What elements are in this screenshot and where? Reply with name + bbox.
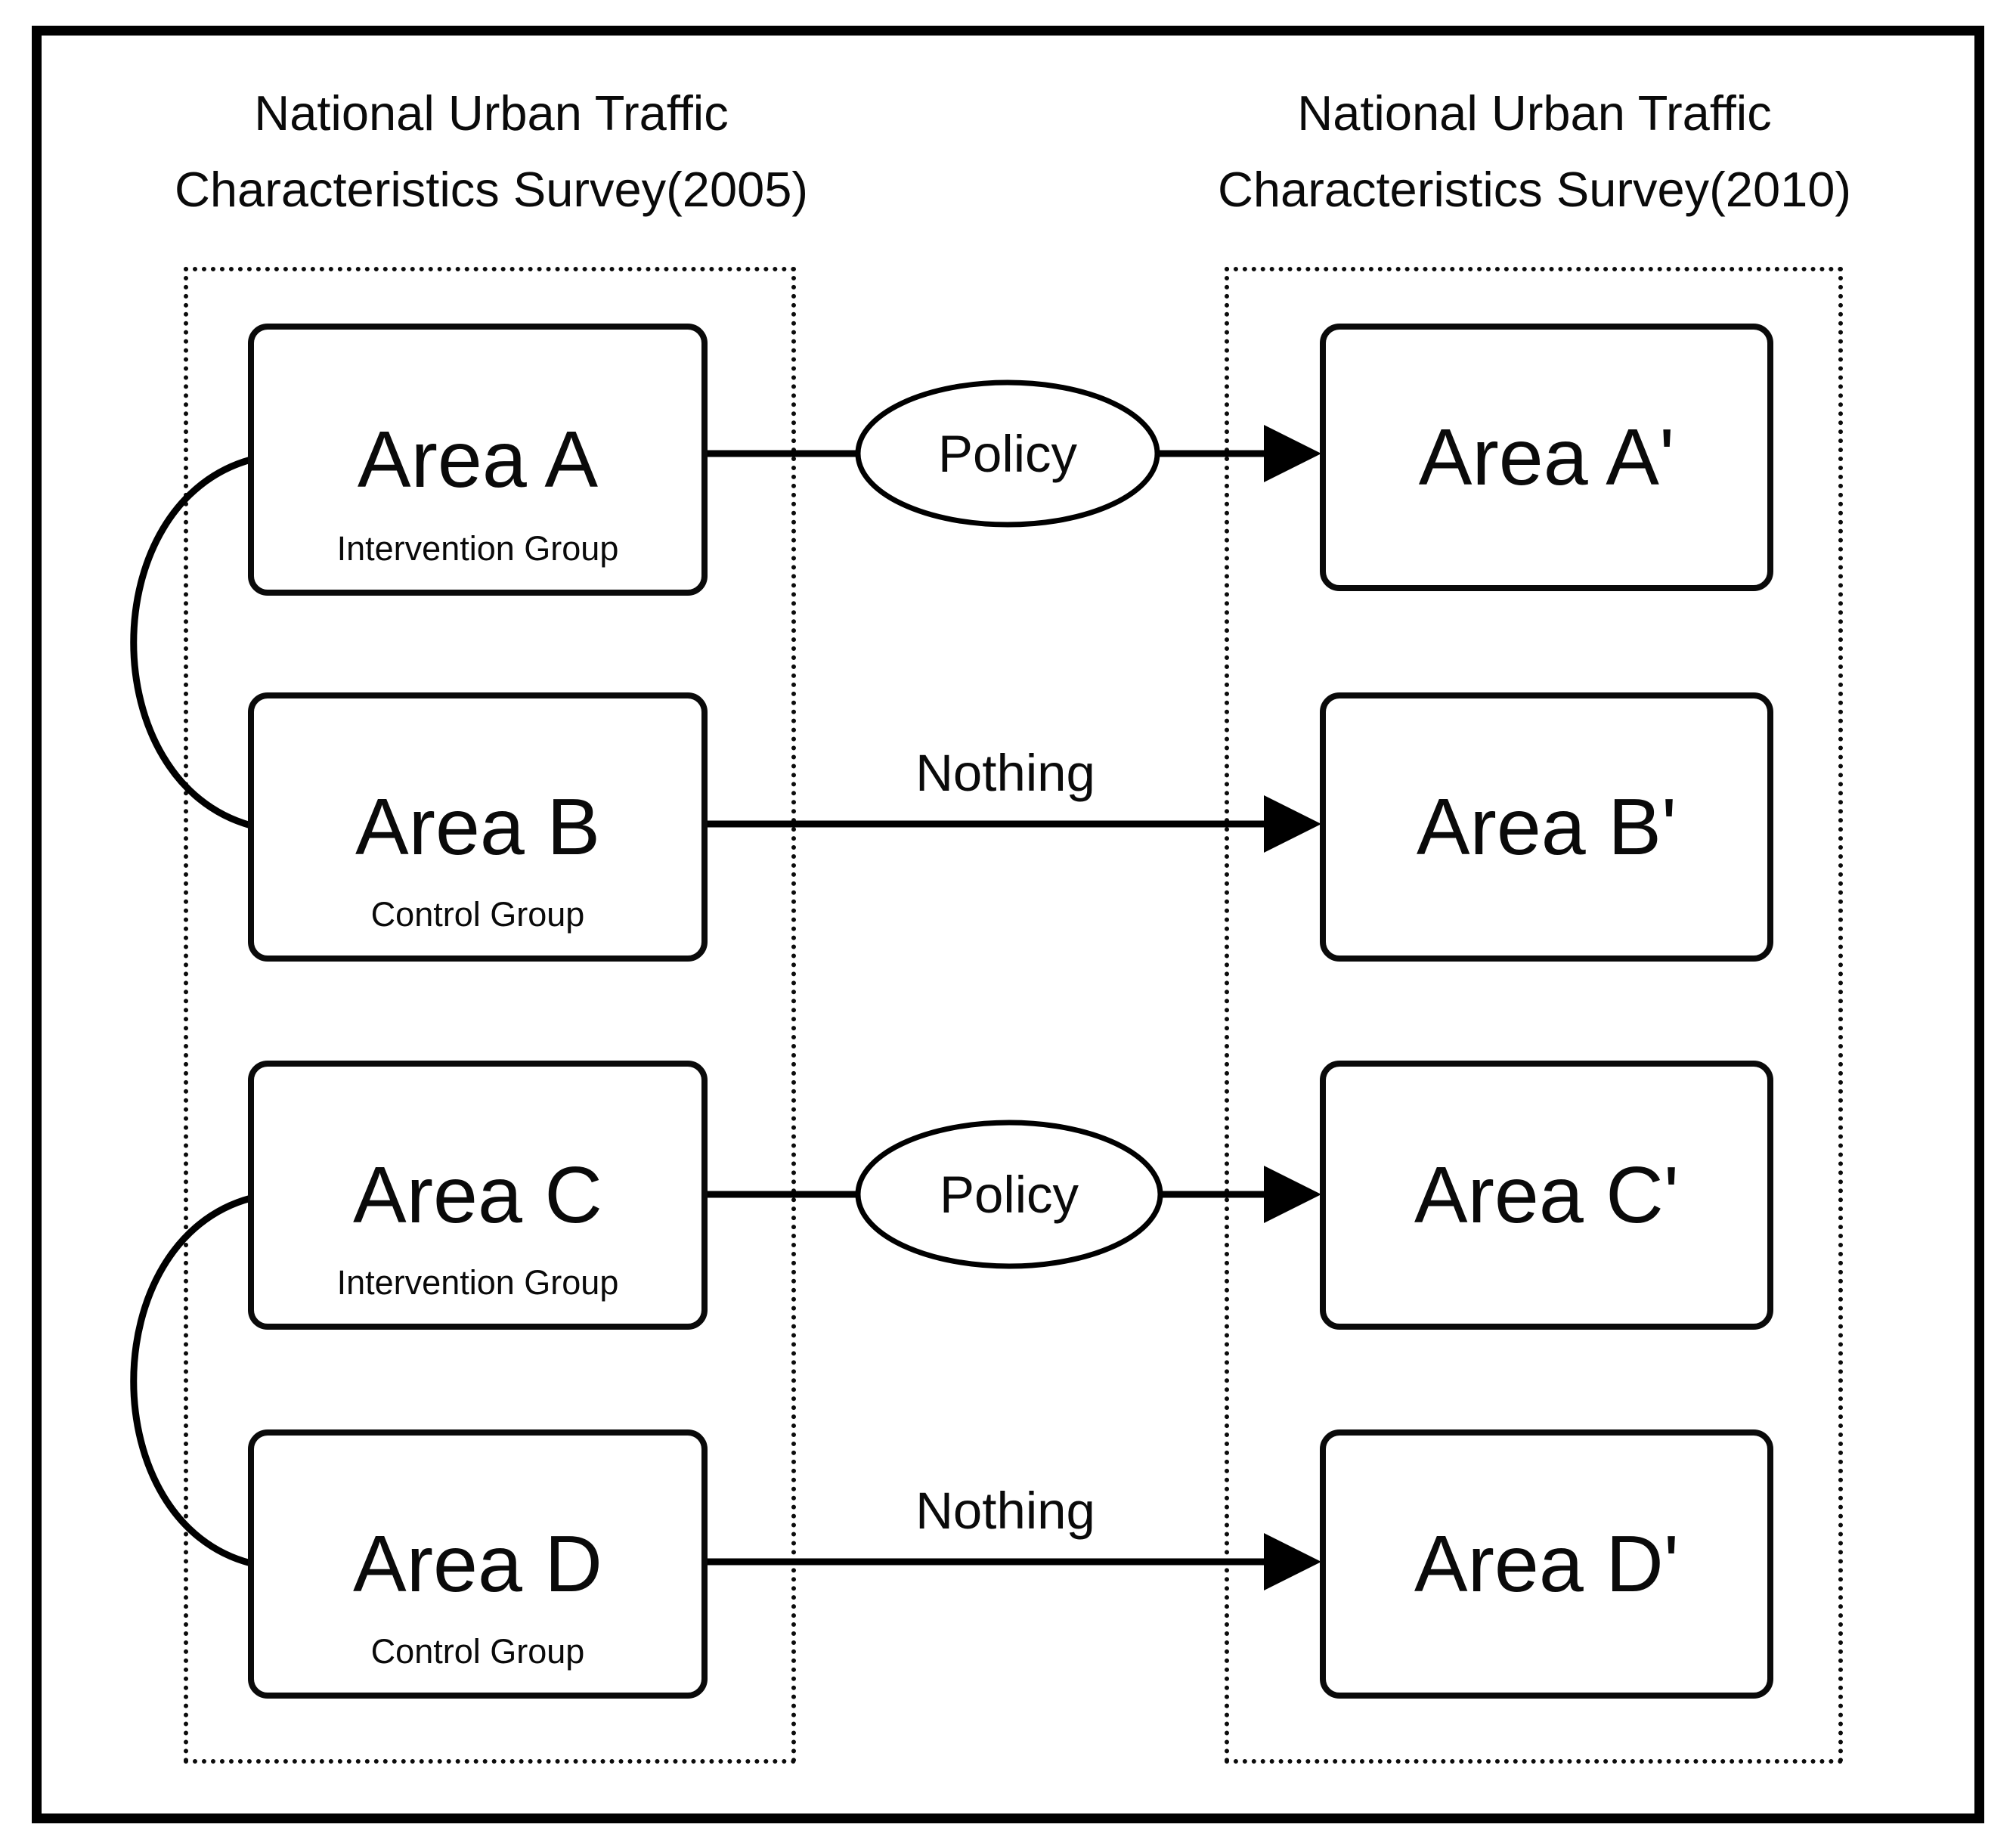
- survey-2010-title: National Urban Traffic Characteristics S…: [1115, 76, 1954, 228]
- area-d-label: Area D: [353, 1519, 602, 1609]
- area-box-d-prime: Area D': [1320, 1429, 1773, 1699]
- arrowhead-a: [1264, 425, 1321, 482]
- survey-2005-title-line1: National Urban Traffic: [254, 85, 729, 141]
- area-a-group-label: Intervention Group: [336, 529, 619, 568]
- survey-2005-title-line2: Characteristics Survey(2005): [174, 161, 809, 217]
- pair-bracket-a-b: [130, 456, 252, 829]
- area-c-label: Area C: [353, 1150, 602, 1240]
- area-c-group-label: Intervention Group: [336, 1263, 619, 1302]
- policy-label-a: Policy: [937, 424, 1078, 483]
- policy-ellipse-a: [855, 379, 1160, 528]
- area-box-a-prime: Area A': [1320, 324, 1773, 591]
- area-a-label: Area A: [357, 414, 599, 504]
- area-box-a: Area A Intervention Group: [248, 324, 708, 596]
- nothing-label-b: Nothing: [915, 743, 1095, 802]
- area-box-c: Area C Intervention Group: [248, 1061, 708, 1330]
- pair-bracket-c-d: [130, 1194, 252, 1567]
- area-box-b: Area B Control Group: [248, 692, 708, 962]
- area-b-group-label: Control Group: [370, 895, 585, 934]
- area-c-prime-label: Area C': [1414, 1150, 1680, 1240]
- area-b-prime-label: Area B': [1416, 782, 1677, 872]
- survey-2010-title-line1: National Urban Traffic: [1297, 85, 1772, 141]
- policy-ellipse-c: [855, 1120, 1163, 1269]
- area-box-c-prime: Area C': [1320, 1061, 1773, 1330]
- figure-frame: [32, 26, 1984, 1823]
- arrowhead-b: [1264, 795, 1321, 853]
- arrowhead-d: [1264, 1533, 1321, 1590]
- area-d-group-label: Control Group: [370, 1632, 585, 1671]
- area-box-d: Area D Control Group: [248, 1429, 708, 1699]
- policy-label-c: Policy: [939, 1165, 1079, 1224]
- survey-2005-title: National Urban Traffic Characteristics S…: [72, 76, 911, 228]
- survey-2010-title-line2: Characteristics Survey(2010): [1217, 161, 1852, 217]
- area-box-b-prime: Area B': [1320, 692, 1773, 962]
- nothing-label-d: Nothing: [915, 1481, 1095, 1540]
- area-d-prime-label: Area D': [1414, 1519, 1680, 1609]
- arrowhead-c: [1264, 1166, 1321, 1223]
- survey-2005-group-box: [184, 267, 796, 1764]
- survey-2010-group-box: [1225, 267, 1843, 1764]
- area-b-label: Area B: [355, 782, 601, 872]
- area-a-prime-label: Area A': [1418, 412, 1675, 502]
